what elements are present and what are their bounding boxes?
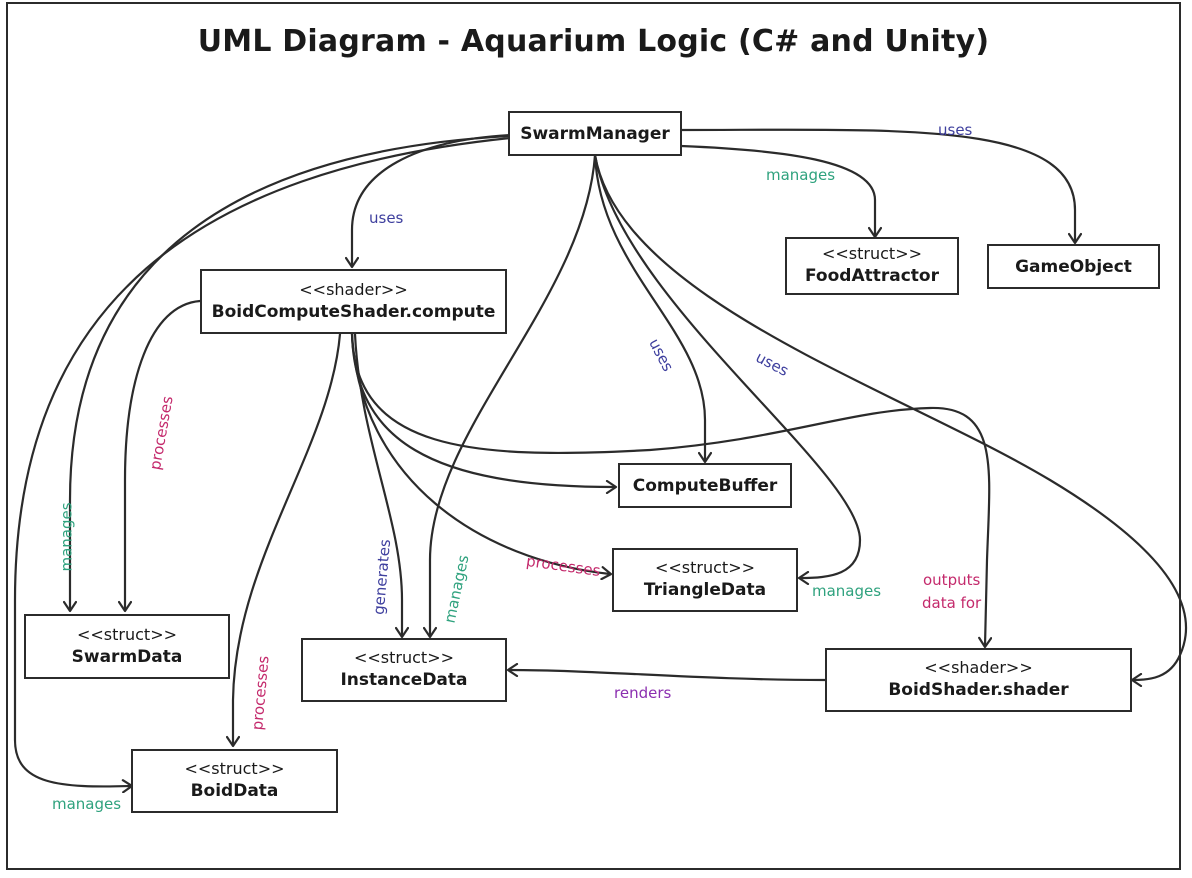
node-name: SwarmManager xyxy=(520,123,670,144)
diagram-title: UML Diagram - Aquarium Logic (C# and Uni… xyxy=(197,24,990,59)
node-boiddata[interactable]: <<struct>> BoidData xyxy=(131,749,338,813)
edge-swarmmanager-instancedata xyxy=(430,153,597,636)
node-name: BoidData xyxy=(190,781,279,801)
edge-boidcompute-boidshader xyxy=(350,332,989,646)
edge-swarmmanager-boidshader xyxy=(593,153,1188,680)
node-name: TriangleData xyxy=(643,580,767,600)
edge-boidcompute-triangledata xyxy=(350,332,610,574)
edge-swarmmanager-boidcompute xyxy=(352,133,512,266)
node-gameobject[interactable]: GameObject xyxy=(987,244,1160,289)
edge-swarmmanager-swarmdata xyxy=(70,134,512,610)
node-name: BoidComputeShader.compute xyxy=(211,301,496,322)
node-stereotype: <<struct>> xyxy=(184,759,285,778)
label-uses-gameobject: uses xyxy=(938,121,973,139)
edge-swarmmanager-boiddata xyxy=(13,136,512,786)
edge-swarmmanager-foodattractor xyxy=(679,144,875,236)
node-name: GameObject xyxy=(1015,256,1132,277)
label-manages-triangledata: manages xyxy=(812,582,882,600)
node-stereotype: <<struct>> xyxy=(821,244,923,263)
node-instancedata[interactable]: <<struct>> InstanceData xyxy=(301,638,507,702)
edge-swarmmanager-gameobject xyxy=(679,128,1075,242)
label-outputs-line1: outputs xyxy=(923,571,981,589)
label-uses-boidcompute: uses xyxy=(369,209,404,227)
node-name: ComputeBuffer xyxy=(632,475,778,496)
node-triangledata[interactable]: <<struct>> TriangleData xyxy=(612,548,798,612)
label-manages-swarmdata: manages xyxy=(57,502,76,572)
node-stereotype: <<shader>> xyxy=(924,658,1033,677)
label-outputs-line2: data for xyxy=(922,594,982,612)
edge-boidcompute-computebuffer xyxy=(350,332,615,487)
node-stereotype: <<shader>> xyxy=(299,279,408,299)
edge-boidshader-instancedata xyxy=(509,670,827,682)
node-boidcomputeshader[interactable]: <<shader>> BoidComputeShader.compute xyxy=(200,269,507,334)
label-manages-boiddata: manages xyxy=(52,795,122,813)
node-swarmdata[interactable]: <<struct>> SwarmData xyxy=(24,614,230,679)
edge-swarmmanager-computebuffer xyxy=(593,153,705,461)
edge-boidcompute-boiddata xyxy=(233,332,342,745)
diagram-frame xyxy=(6,2,1181,870)
node-boidshader[interactable]: <<shader>> BoidShader.shader xyxy=(825,648,1132,712)
node-stereotype: <<struct>> xyxy=(76,624,178,644)
node-swarmmanager[interactable]: SwarmManager xyxy=(508,111,682,156)
node-name: BoidShader.shader xyxy=(888,680,1069,700)
node-name: FoodAttractor xyxy=(805,266,939,286)
label-renders: renders xyxy=(614,684,672,702)
node-name: SwarmData xyxy=(71,646,183,667)
node-name: InstanceData xyxy=(340,670,468,690)
label-manages-foodattractor: manages xyxy=(766,166,836,184)
node-foodattractor[interactable]: <<struct>> FoodAttractor xyxy=(785,237,959,295)
node-stereotype: <<struct>> xyxy=(654,558,756,577)
edge-boidcompute-swarmdata xyxy=(125,299,202,610)
edge-swarmmanager-triangledata xyxy=(593,153,862,578)
node-stereotype: <<struct>> xyxy=(353,648,455,667)
node-computebuffer[interactable]: ComputeBuffer xyxy=(618,463,792,508)
